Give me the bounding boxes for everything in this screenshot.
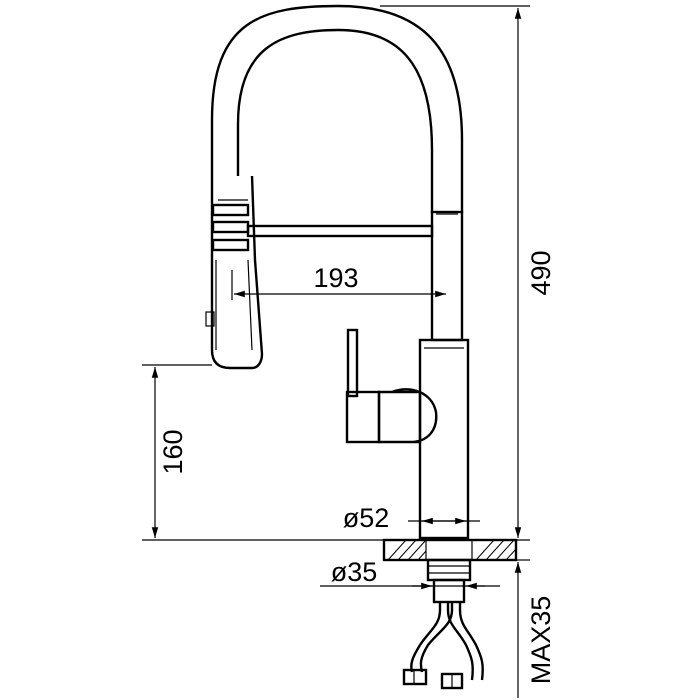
main-body — [418, 338, 470, 540]
lever-cam — [377, 388, 438, 444]
dimension-lines — [142, 5, 530, 698]
dim-base-diameter: ø52 — [343, 503, 390, 533]
countertop — [382, 538, 518, 562]
gooseneck-outer — [210, 4, 464, 213]
dim-total-height: 490 — [526, 250, 556, 295]
hoses — [402, 602, 484, 690]
dim-spout-height: 160 — [158, 429, 188, 474]
dim-shank-diameter: ø35 — [331, 557, 378, 587]
spray-head — [210, 172, 264, 370]
spray-button — [205, 311, 215, 327]
gooseneck-inner — [236, 28, 434, 213]
dim-max-counter: MAX35 — [526, 596, 556, 685]
faucet-outline — [205, 4, 518, 690]
lever-rod — [346, 328, 359, 398]
lever-hub — [345, 390, 381, 444]
dim-spout-reach: 193 — [313, 263, 358, 293]
shank-nut — [426, 558, 472, 582]
upper-body — [430, 210, 464, 342]
hose-fitting-left — [402, 668, 428, 686]
support-rod — [246, 224, 434, 238]
